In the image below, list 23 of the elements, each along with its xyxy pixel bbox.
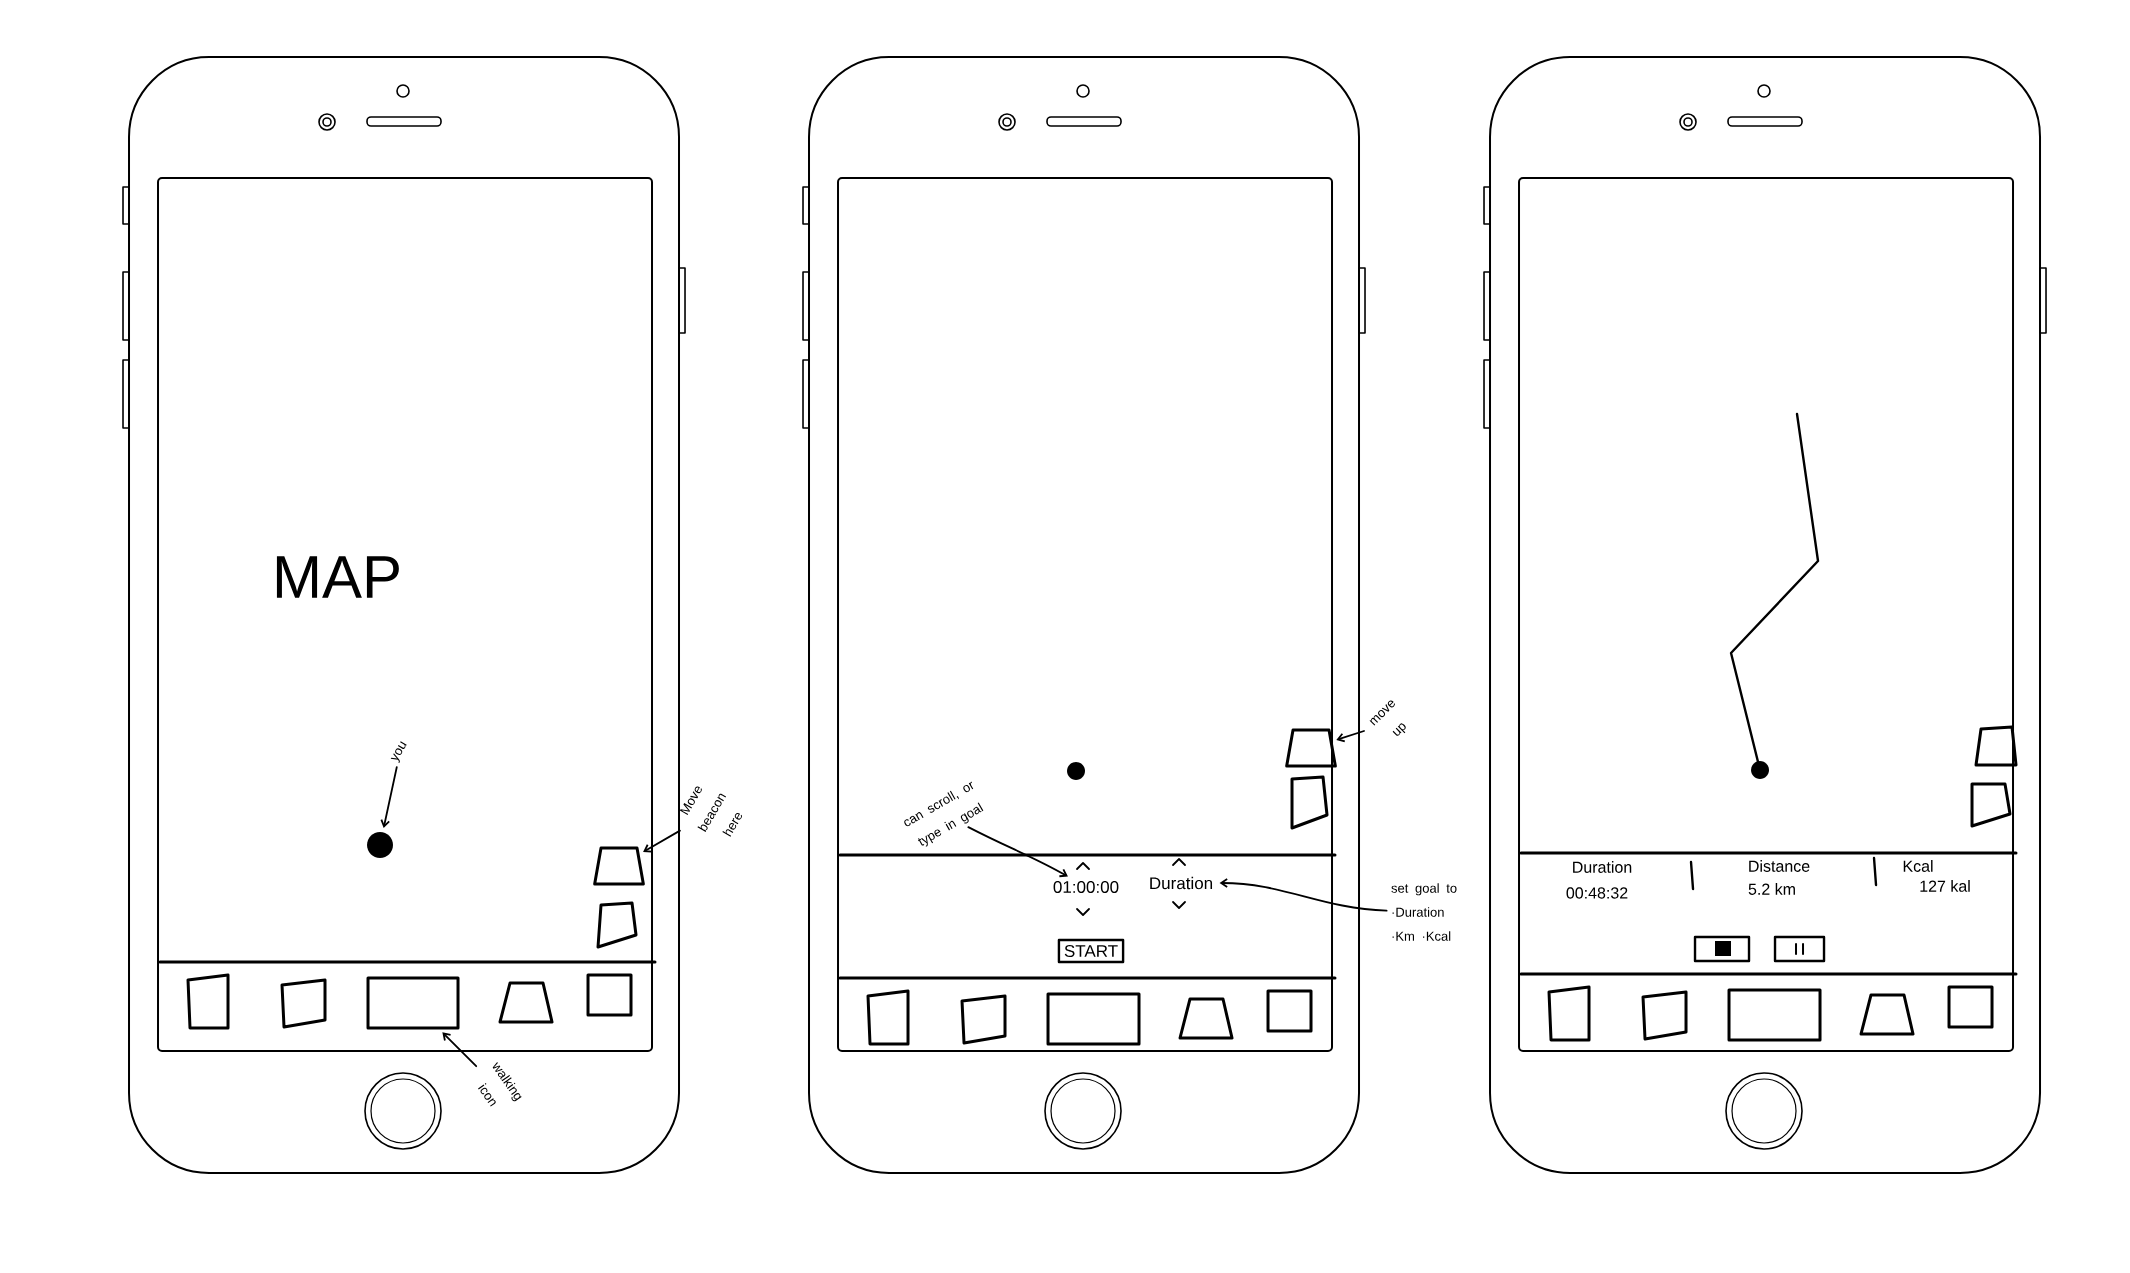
stat-label: Distance [1749, 860, 1810, 872]
start-button: START [1057, 938, 1125, 964]
goal-type-picker: Duration [1150, 876, 1212, 890]
arrow [1219, 878, 1388, 912]
annotation-text: set goal to ·Duration ·Km ·Kcal [1391, 883, 1457, 941]
tab-icon [366, 976, 460, 1030]
annotation-text: you [390, 741, 407, 764]
time-value: 01:00:00 [1053, 881, 1119, 893]
arrow [967, 826, 1068, 878]
stat-value: 5.2 km [1748, 883, 1795, 895]
stat-label: Kcal [1903, 860, 1933, 872]
map-label: MAP [276, 556, 399, 598]
location-dot [367, 832, 393, 858]
arrow [442, 1032, 478, 1068]
arrow [380, 766, 398, 828]
arrow [1336, 730, 1365, 743]
beacon-button [1285, 728, 1337, 768]
stat-label: Duration [1573, 861, 1632, 873]
stat-value: 127 kal [1920, 880, 1970, 892]
arrow [643, 829, 681, 853]
annotation-text: can scroll, or type in goal [904, 781, 984, 847]
stat-value: 00:48:32 [1566, 887, 1628, 899]
beacon-button [593, 846, 645, 886]
